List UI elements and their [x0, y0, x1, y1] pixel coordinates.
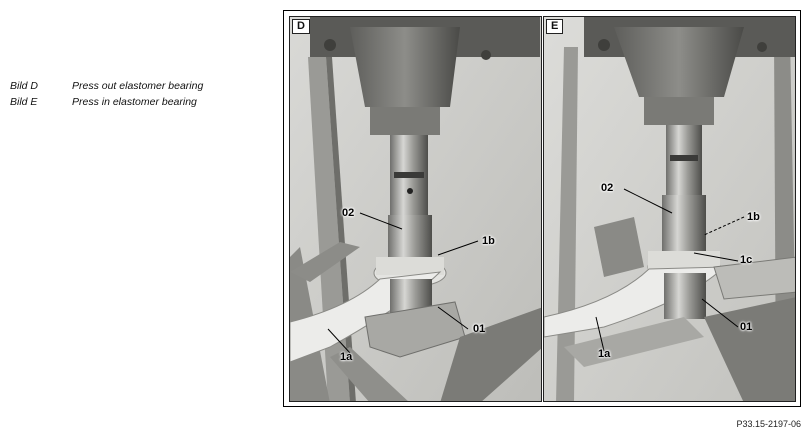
press-photo-d [290, 17, 541, 401]
callout-01: 01 [740, 321, 753, 333]
figure-frame: D 02 1b 01 1a [283, 10, 801, 407]
callout-1b: 1b [747, 211, 760, 223]
callout-1a: 1a [598, 348, 611, 360]
press-photo-e [544, 17, 795, 401]
photo-panel-e: E 02 1b 1c 01 1a [543, 16, 796, 402]
caption-key: Bild E [10, 96, 38, 108]
photo-panel-d: D 02 1b 01 1a [289, 16, 542, 402]
panel-letter: E [546, 19, 564, 34]
callout-1c: 1c [740, 254, 753, 266]
caption-text: Press out elastomer bearing [72, 80, 204, 92]
callout-02: 02 [342, 207, 355, 219]
caption-key: Bild D [10, 80, 39, 92]
callout-01: 01 [473, 323, 486, 335]
caption-text: Press in elastomer bearing [72, 96, 197, 108]
callout-02: 02 [601, 182, 614, 194]
document-reference: P33.15-2197-06 [736, 419, 801, 429]
panel-letter: D [292, 19, 310, 34]
callout-1a: 1a [340, 351, 353, 363]
callout-1b: 1b [482, 235, 495, 247]
